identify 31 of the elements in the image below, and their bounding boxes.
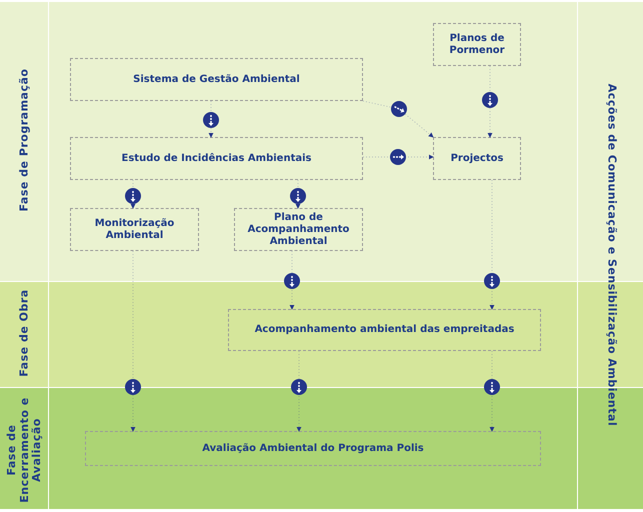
arrow-badge (290, 180, 306, 209)
arrow-badge (291, 350, 307, 432)
box-label: Projectos (450, 152, 504, 164)
arrow-badge (125, 180, 141, 209)
arrow-badge (484, 180, 500, 310)
box-label: Planos de Pormenor (448, 32, 506, 56)
arrow-badge (203, 100, 219, 138)
process-box (433, 23, 521, 66)
process-box (70, 208, 199, 251)
arrow-badge (125, 250, 141, 432)
side-column-label: Acções de Comunicação e Sensibilização Ambiental (604, 84, 618, 426)
process-box (433, 137, 521, 180)
phase-label: Fase de Programação (18, 68, 32, 212)
box-label: Avaliação Ambiental do Programa Polis (201, 442, 425, 454)
box-label: Sistema de Gestão Ambiental (132, 74, 301, 86)
box-label: Estudo de Incidências Ambientais (120, 152, 312, 164)
phase-label: Fase de Obra (18, 288, 32, 379)
process-box (234, 208, 363, 251)
box-label: Monitorização Ambiental (94, 218, 176, 242)
arrow-badge (284, 250, 300, 310)
arrow-badge (484, 350, 500, 432)
process-box (70, 137, 363, 180)
box-label: Plano de Acompanhamento Ambiental (246, 212, 350, 248)
process-box (228, 309, 541, 351)
process-box (70, 58, 363, 101)
process-box (85, 431, 541, 466)
phase-label: Fase de Encerramento e Avaliação (6, 396, 44, 505)
arrow-badge (482, 66, 498, 138)
arrow-badge (362, 149, 434, 165)
box-label: Acompanhamento ambiental das empreitadas (254, 324, 516, 336)
arrow-badge (362, 100, 434, 138)
